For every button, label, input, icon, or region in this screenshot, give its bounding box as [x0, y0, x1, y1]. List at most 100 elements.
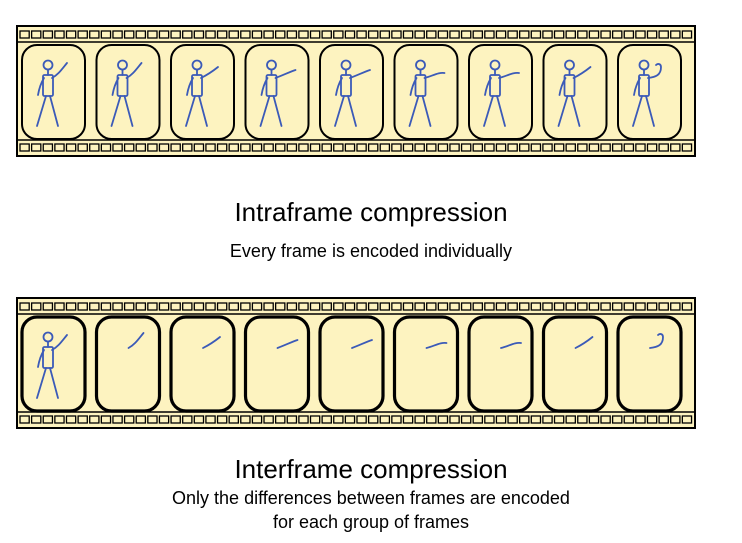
sprocket-hole-bottom	[437, 143, 449, 152]
sprocket-hole-top	[298, 30, 309, 39]
film-frame	[243, 315, 311, 413]
sprocket-hole-top	[240, 302, 251, 311]
figure-torso	[42, 346, 54, 369]
sprocket-hole-bottom	[193, 143, 205, 152]
sprocket-hole-top	[135, 30, 147, 39]
sprocket-hole-top	[123, 30, 135, 39]
sprocket-hole-top	[89, 302, 100, 311]
sprocket-hole-top	[147, 30, 158, 39]
sprocket-hole-bottom	[54, 415, 65, 424]
sprocket-hole-bottom	[135, 143, 147, 152]
sprocket-hole-top	[344, 302, 356, 311]
figure-right-leg	[49, 95, 59, 127]
interframe-subtitle-line2: for each group of frames	[272, 512, 470, 532]
sprocket-hole-top	[158, 302, 170, 311]
sprocket-hole-bottom	[588, 415, 600, 424]
sprocket-hole-top	[414, 30, 425, 39]
sprocket-hole-bottom	[30, 143, 42, 152]
sprocket-hole-bottom	[240, 143, 251, 152]
sprocket-hole-top	[402, 30, 414, 39]
intraframe-subtitle: Every frame is encoded individually	[229, 241, 513, 261]
sprocket-hole-bottom	[565, 143, 576, 152]
sprocket-hole-top	[147, 302, 158, 311]
sprocket-hole-top	[681, 302, 693, 311]
sprocket-hole-top	[507, 30, 518, 39]
sprocket-hole-bottom	[356, 415, 367, 424]
sprocket-hole-bottom	[635, 143, 646, 152]
intraframe-title: Intraframe compression	[234, 197, 508, 227]
sprocket-hole-bottom	[54, 143, 65, 152]
sprocket-hole-top	[333, 302, 344, 311]
figure-torso	[414, 74, 427, 97]
sprocket-hole-top	[553, 30, 565, 39]
figure-right-arm	[51, 334, 68, 351]
sprocket-hole-bottom	[495, 143, 507, 152]
frame-border	[392, 315, 460, 413]
sprocket-hole-bottom	[100, 143, 112, 152]
figure-arm-difference	[425, 341, 448, 349]
figure-arm-difference	[276, 339, 299, 349]
figure-torso	[489, 74, 501, 97]
figure-torso	[563, 74, 576, 97]
figure-arm-difference	[500, 341, 522, 349]
sprocket-hole-bottom	[402, 415, 414, 424]
sprocket-hole-top	[193, 30, 205, 39]
sprocket-hole-top	[519, 30, 530, 39]
sprocket-hole-top	[216, 30, 228, 39]
sprocket-hole-bottom	[495, 415, 507, 424]
figure-left-arm	[37, 349, 45, 368]
sprocket-hole-top	[484, 30, 495, 39]
sprocket-hole-top	[635, 302, 646, 311]
sprocket-hole-bottom	[182, 415, 193, 424]
sprocket-hole-top	[391, 30, 402, 39]
sprocket-hole-bottom	[321, 415, 332, 424]
sprocket-hole-top	[379, 30, 391, 39]
sprocket-hole-top	[565, 302, 576, 311]
sprocket-hole-top	[542, 302, 553, 311]
sprocket-hole-bottom	[588, 143, 600, 152]
figure-arm-difference	[649, 333, 664, 349]
sprocket-hole-top	[495, 30, 507, 39]
sprocket-hole-bottom	[182, 143, 193, 152]
sprocket-hole-top	[170, 30, 181, 39]
stick-figure	[632, 59, 662, 127]
sprocket-hole-top	[426, 30, 437, 39]
sprocket-hole-top	[670, 302, 681, 311]
sprocket-hole-bottom	[30, 415, 42, 424]
sprocket-hole-top	[577, 30, 588, 39]
figure-torso	[265, 74, 278, 97]
sprocket-hole-bottom	[251, 143, 263, 152]
figure-left-leg	[408, 95, 420, 127]
figure-left-leg	[185, 95, 196, 127]
sprocket-hole-top	[426, 302, 437, 311]
sprocket-hole-bottom	[321, 143, 332, 152]
sprocket-hole-bottom	[414, 415, 425, 424]
sprocket-hole-top	[309, 302, 321, 311]
sprocket-hole-top	[263, 30, 274, 39]
figure-left-leg	[110, 95, 122, 127]
sprocket-hole-top	[228, 302, 240, 311]
sprocket-hole-top	[30, 302, 42, 311]
figure-arm-difference	[127, 332, 145, 349]
sprocket-hole-bottom	[658, 415, 669, 424]
figure-left-leg	[632, 95, 643, 127]
sprocket-hole-bottom	[344, 143, 356, 152]
sprocket-hole-top	[19, 302, 30, 311]
sprocket-hole-top	[54, 30, 65, 39]
sprocket-hole-top	[205, 30, 216, 39]
sprocket-hole-top	[123, 302, 135, 311]
sprocket-hole-bottom	[646, 143, 658, 152]
sprocket-hole-top	[507, 302, 518, 311]
stick-figure	[408, 59, 446, 127]
sprocket-hole-top	[251, 30, 263, 39]
sprocket-hole-top	[333, 30, 344, 39]
sprocket-hole-top	[77, 302, 88, 311]
stick-figure	[110, 59, 143, 127]
film-frame	[94, 315, 162, 413]
sprocket-hole-bottom	[519, 143, 530, 152]
figure-left-leg	[259, 95, 271, 127]
sprocket-hole-bottom	[123, 143, 135, 152]
figure-arm-difference	[574, 336, 594, 349]
sprocket-hole-top	[112, 30, 123, 39]
